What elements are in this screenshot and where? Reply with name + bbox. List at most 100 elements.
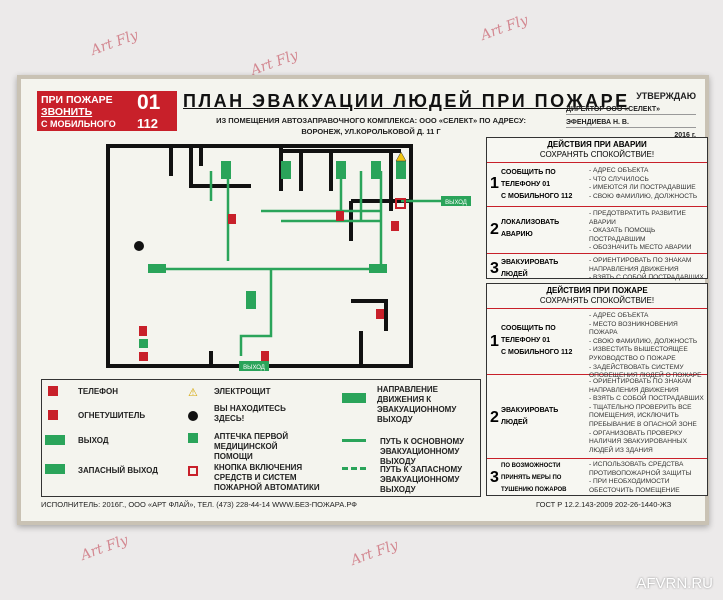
heading-text: ДЕЙСТВИЯ ПРИ АВАРИИ (547, 140, 647, 149)
direction-sign (281, 161, 291, 179)
subtitle: ИЗ ПОМЕЩЕНИЯ АВТОЗАПРАВОЧНОГО КОМПЛЕКСА:… (201, 115, 541, 137)
warning-icon: ⚠ (188, 387, 198, 399)
action-line: ЛЮДЕЙ (501, 419, 528, 426)
background-logo: Art Fly (348, 537, 401, 569)
background-logo: Art Fly (88, 27, 141, 59)
item: - ОБОЗНАЧИТЬ МЕСТО АВАРИИ (589, 244, 692, 252)
action-line: С МОБИЛЬНОГО 112 (501, 349, 573, 356)
item: ОБЕСТОЧИТЬ ПОМЕЩЕНИЕ (589, 486, 680, 494)
item: - ТЩАТЕЛЬНО ПРОВЕРИТЬ ВСЕ (589, 403, 692, 411)
phone-icon (48, 386, 58, 396)
item: - ОРГАНИЗОВАТЬ ПРОВЕРКУ (589, 429, 683, 437)
exit-label: ВЫХОД (243, 365, 265, 371)
fire-button-icon (395, 198, 406, 209)
watermark: AFVRN.RU (636, 575, 713, 592)
direction-icon (342, 393, 366, 403)
step-number: 3 (490, 469, 499, 486)
spare-exit-icon (45, 464, 65, 474)
calm-text: СОХРАНЯТЬ СПОКОЙСТВИЕ! (539, 150, 655, 159)
mobile-emergency-number: 112 (137, 116, 158, 131)
item: - ОКАЗАТЬ ПОМОЩЬ (589, 227, 656, 235)
approval-position: ДИРЕКТОР ООО «СЕЛЕКТ» (566, 106, 696, 115)
you-are-here-icon (188, 411, 198, 421)
item: - СВОЮ ФАМИЛИЮ, ДОЛЖНОСТЬ (589, 337, 698, 345)
legend-spare-path: ПУТЬ К ЗАПАСНОМУ ЭВАКУАЦИОННОМУ ВЫХОДУ (380, 465, 463, 494)
action-line: СООБЩИТЬ ПО (501, 325, 556, 332)
step-number: 3 (490, 260, 499, 277)
gost-text: ГОСТ Р 12.2.143-2009 202-26-1440-ЖЗ (536, 500, 672, 509)
fire-call-box: ПРИ ПОЖАРЕ ЗВОНИТЬ С МОБИЛЬНОГО 01 112 (37, 91, 177, 131)
first-aid-icon (188, 433, 198, 443)
background-logo: Art Fly (78, 532, 131, 564)
legend: ТЕЛЕФОН ОГНЕТУШИТЕЛЬ ВЫХОД ЗАПАСНЫЙ ВЫХО… (41, 379, 481, 497)
you-are-here-marker (134, 241, 144, 251)
subtitle-line: ВОРОНЕЖ, УЛ.КОРОЛЬКОВОЙ Д. 11 Г (301, 127, 441, 136)
item: - ОРИЕНТИРОВАТЬ ПО ЗНАКАМ (589, 257, 692, 264)
item: - ИСПОЛЬЗОВАТЬ СРЕДСТВА (589, 461, 684, 468)
item: НАПРАВЛЕНИЯ ДВИЖЕНИЯ (589, 386, 679, 394)
fire-step: 1 СООБЩИТЬ ПО ТЕЛЕФОНУ 01 С МОБИЛЬНОГО 112… (487, 309, 707, 379)
spare-path-line (342, 467, 366, 470)
item: - ЗАДЕЙСТВОВАТЬ СИСТЕМУ (589, 363, 684, 371)
direction-sign (371, 161, 381, 179)
legend-phone: ТЕЛЕФОН (78, 387, 118, 396)
legend-first-aid: АПТЕЧКА ПЕРВОЙ МЕДИЦИНСКОЙ ПОМОЩИ (214, 432, 289, 461)
item: - ВЗЯТЬ С СОБОЙ ПОСТРАДАВШИХ (589, 274, 704, 282)
action-line: ЭВАКУИРОВАТЬ (501, 259, 559, 266)
item: ПРЕБЫВАНИЕ В ОПАСНОЙ ЗОНЕ (589, 420, 697, 428)
item: - ПРИ НЕОБХОДИМОСТИ (589, 478, 670, 486)
step-number: 2 (490, 409, 499, 426)
exit-signs (148, 161, 406, 309)
approval-name: ЭФЕНДИЕВА Н. В. (566, 119, 696, 128)
step-number: 2 (490, 221, 499, 238)
item: ПРОТИВОПОЖАРНОЙ ЗАЩИТЫ (589, 469, 692, 477)
walls (106, 144, 413, 368)
direction-sign (246, 291, 256, 309)
first-aid-icon (139, 339, 148, 348)
legend-you-are-here: ВЫ НАХОДИТЕСЬ ЗДЕСЬ! (214, 404, 286, 423)
item: - ИЗВЕСТИТЬ ВЫШЕСТОЯЩЕЕ (589, 346, 688, 354)
item: ЛЮДЕЙ ИЗ ЗДАНИЯ (589, 446, 653, 454)
step-number: 1 (490, 333, 499, 350)
legend-main-path: ПУТЬ К ОСНОВНОМУ ЭВАКУАЦИОННОМУ ВЫХОДУ (380, 437, 465, 466)
item: РУКОВОДСТВО О ПОЖАРЕ (589, 354, 676, 362)
item: ОПОВЕЩЕНИЯ ЛЮДЕЙ О ПОЖАРЕ (589, 372, 702, 380)
action-line: СООБЩИТЬ ПО (501, 169, 556, 176)
action-line: АВАРИЮ (501, 231, 533, 238)
phone-icon (139, 352, 148, 361)
background-logo: Art Fly (478, 12, 531, 44)
legend-fire-button: КНОПКА ВКЛЮЧЕНИЯ СРЕДСТВ И СИСТЕМ ПОЖАРН… (214, 463, 320, 492)
extinguisher-icon (48, 410, 58, 420)
legend-exit: ВЫХОД (78, 436, 109, 445)
action-line: ЛОКАЛИЗОВАТЬ (501, 219, 560, 226)
item: - АДРЕС ОБЪЕКТА (589, 312, 649, 319)
heading-text: ДЕЙСТВИЯ ПРИ ПОЖАРЕ (546, 286, 648, 295)
action-line: ТЕЛЕФОНУ 01 (501, 337, 551, 344)
action-line: ТЕЛЕФОНУ 01 (501, 181, 551, 188)
accident-step: 2 ЛОКАЛИЗОВАТЬ АВАРИЮ - ПРЕДОТВРАТИТЬ РАЗ… (487, 207, 707, 254)
step-action: ЛОКАЛИЗОВАТЬ АВАРИЮ (501, 217, 559, 241)
page-title: ПЛАН ЭВАКУАЦИИ ЛЮДЕЙ ПРИ ПОЖАРЕ (183, 91, 630, 111)
direction-sign (369, 264, 387, 273)
action-line: ПО ВОЗМОЖНОСТИ (501, 463, 561, 469)
legend-switchboard: ЭЛЕКТРОЩИТ (214, 387, 271, 396)
item: АВАРИИ (589, 218, 616, 226)
step-items: - АДРЕС ОБЪЕКТА- МЕСТО ВОЗНИКНОВЕНИЯ ПОЖ… (589, 312, 707, 381)
emergency-number: 01 (137, 91, 161, 114)
item: НАЛИЧИЯ ЭВАКУИРОВАННЫХ (589, 438, 687, 446)
step-number: 1 (490, 175, 499, 192)
item: ПОМЕЩЕНИЯ, ИСКЛЮЧИТЬ (589, 412, 679, 420)
